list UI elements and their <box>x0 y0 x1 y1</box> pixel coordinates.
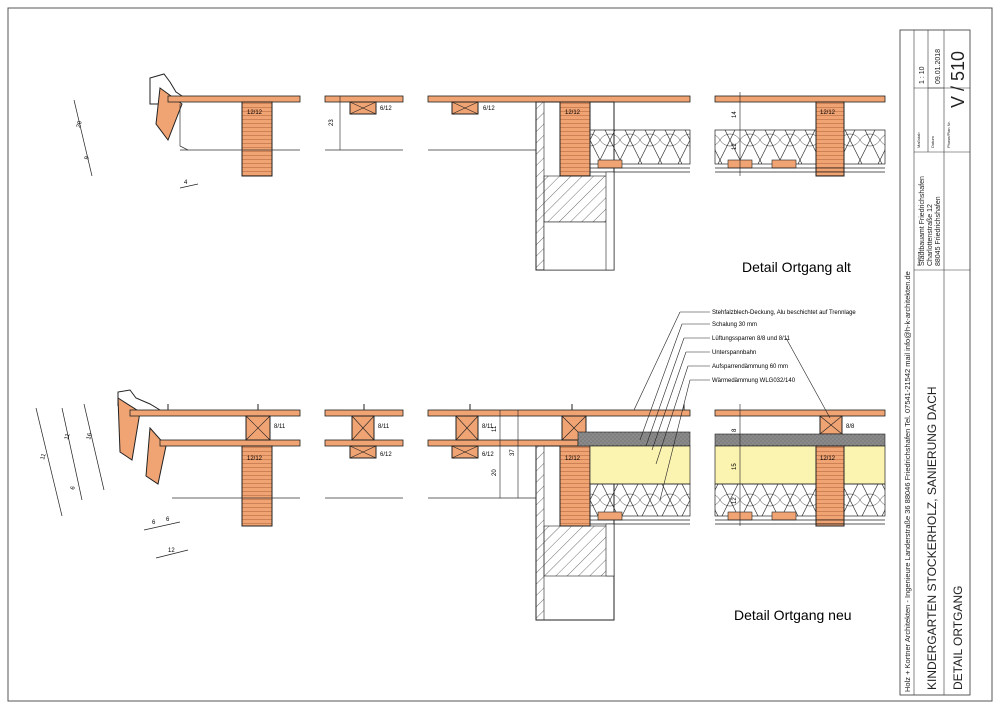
dim-neu-slope-11b: 11 <box>64 432 72 440</box>
rafter-label-neu-2: 6/12 <box>380 452 392 458</box>
sheet-border <box>7 7 993 702</box>
title-block: Holz + Kortner Architekten - Ingenieure … <box>899 29 971 696</box>
drawing-title: DETAIL ORTGANG <box>951 586 965 690</box>
dim-neu-11: 11 <box>492 425 498 432</box>
client-line-1: Charlottenstraße 12 <box>927 204 934 266</box>
client-label: Bauherr <box>916 251 921 266</box>
batten-label-neu-1: 8/11 <box>274 424 286 430</box>
dim-alt-20: 20 <box>76 120 84 129</box>
dim-neu-slope-6: 6 <box>70 485 77 490</box>
layer-label-4: Aufsparrendämmung 60 mm <box>712 364 788 370</box>
date-label: Datum <box>930 136 935 148</box>
client-line-2: 88045 Friedrichshafen <box>935 196 942 266</box>
detail-alt: 12/12 6/12 23 6/12 12/12 12/12 <box>73 73 886 275</box>
dim-neu-slope-11: 11 <box>40 452 48 460</box>
board-alt-1 <box>167 95 301 103</box>
batten-label-neu-3: 8/11 <box>482 424 494 430</box>
project-title: KINDERGARTEN STOCKERHOLZ, SANIERUNG DACH <box>925 386 939 690</box>
dim-neu-12: 12 <box>732 497 738 504</box>
dim-alt-9: 9 <box>84 155 91 160</box>
dim-neu-6b: 6 <box>166 517 170 523</box>
layer-callouts: Stehfalzblech-Deckung, Alu beschichtet a… <box>633 310 856 501</box>
batten-label-neu-2: 8/11 <box>378 424 390 430</box>
rafter-label-alt-3: 6/12 <box>483 106 495 112</box>
membrane-neu-3 <box>577 431 691 447</box>
firm-line: Holz + Kortner Architekten - Ingenieure … <box>903 271 912 692</box>
dim-neu-20: 20 <box>492 469 498 476</box>
beam-label-neu-4: 12/12 <box>820 456 836 462</box>
dim-alt-23: 23 <box>329 119 335 126</box>
insulation-yellow-neu-3 <box>589 445 691 485</box>
layer-label-5: Wärmedämmung WLG032/140 <box>712 378 796 384</box>
rafter-label-alt-2: 6/12 <box>380 106 392 112</box>
dim-neu-slope-16: 16 <box>86 432 94 441</box>
detail-neu: 8/11 12/12 8/11 6/12 8/11 6/12 <box>35 310 886 623</box>
beam-alt-1 <box>241 101 273 177</box>
dim-neu-8: 8 <box>732 428 738 432</box>
layer-label-0: Stehfalzblech-Deckung, Alu beschichtet a… <box>712 310 856 316</box>
date-value: 09.01.2018 <box>935 49 942 84</box>
scale-label: Maßstab <box>916 132 921 148</box>
plan-label: Phase/Plan Nr. <box>946 121 951 148</box>
scale-value: 1 : 10 <box>919 66 926 84</box>
batten-label-neu-4: 8/8 <box>846 424 855 430</box>
beam-label-alt-3: 12/12 <box>565 110 581 116</box>
eave-bargeboard-neu <box>117 397 141 461</box>
beam-label-neu-1: 12/12 <box>247 456 263 462</box>
client-line-0: Stadtbauamt Friedrichshafen <box>919 176 926 266</box>
beam-label-alt-1: 12/12 <box>247 110 263 116</box>
dim-neu-6a: 6 <box>152 520 156 526</box>
layer-label-2: Lüftungssparren 8/8 und 8/11 <box>712 336 791 342</box>
rafter-label-neu-3: 6/12 <box>482 452 494 458</box>
layer-label-3: Unterspannbahn <box>712 350 756 356</box>
dim-alt-14: 14 <box>732 111 738 118</box>
dim-alt-4: 4 <box>184 180 188 186</box>
beam-label-neu-3: 12/12 <box>565 456 581 462</box>
dim-neu-15: 15 <box>732 463 738 470</box>
section-title-alt: Detail Ortgang alt <box>742 259 851 275</box>
dim-neu-37: 37 <box>510 449 516 456</box>
beam-label-alt-4: 12/12 <box>820 110 836 116</box>
layer-label-1: Schalung 30 mm <box>712 322 757 328</box>
section-title-neu: Detail Ortgang neu <box>734 607 852 623</box>
dim-alt-12: 12 <box>732 143 738 150</box>
plan-value: V / 510 <box>948 51 968 108</box>
dim-neu-12b: 12 <box>168 548 175 554</box>
